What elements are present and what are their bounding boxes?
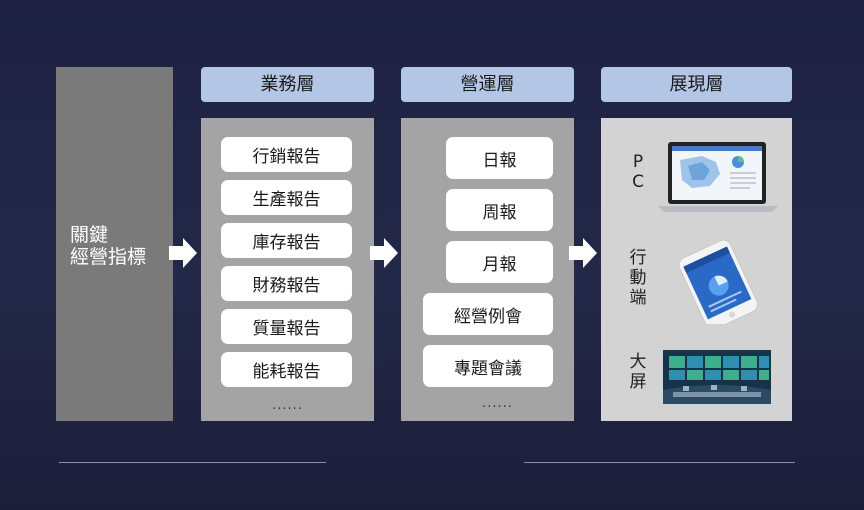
arrow-right-icon [370,238,398,268]
business-layer-panel: 行銷報告 生產報告 庫存報告 財務報告 質量報告 能耗報告 ...... [201,118,374,421]
business-item: 庫存報告 [221,223,352,258]
arrow-right-icon [169,238,197,268]
operations-layer-panel: 日報 周報 月報 經營例會 專題會議 ...... [401,118,574,421]
business-item: 能耗報告 [221,352,352,387]
kpi-label: 關鍵 經營指標 [70,224,147,268]
business-item: 生產報告 [221,180,352,215]
smartphone-icon [678,240,758,324]
channel-pc-label: P C [632,152,644,192]
operations-layer-header: 營運層 [401,67,574,102]
business-item: 財務報告 [221,266,352,301]
business-layer-header: 業務層 [201,67,374,102]
arrow-right-icon [569,238,597,268]
business-item: 質量報告 [221,309,352,344]
operations-more: ...... [482,396,513,411]
channel-bigscreen-label: 大 屏 [629,352,647,392]
divider-line [524,462,795,463]
control-room-icon [663,350,771,404]
display-layer-header: 展現層 [601,67,792,102]
business-item: 行銷報告 [221,137,352,172]
business-more: ...... [272,398,303,413]
kpi-panel: 關鍵 經營指標 [56,67,173,421]
operations-item: 月報 [446,241,553,283]
operations-item: 經營例會 [423,293,553,335]
laptop-icon [658,142,778,212]
divider-line [59,462,326,463]
operations-item: 周報 [446,189,553,231]
display-layer-panel: P C 行 動 端 大 屏 [601,118,792,421]
channel-mobile-label: 行 動 端 [629,248,647,308]
operations-item: 專題會議 [423,345,553,387]
operations-item: 日報 [446,137,553,179]
